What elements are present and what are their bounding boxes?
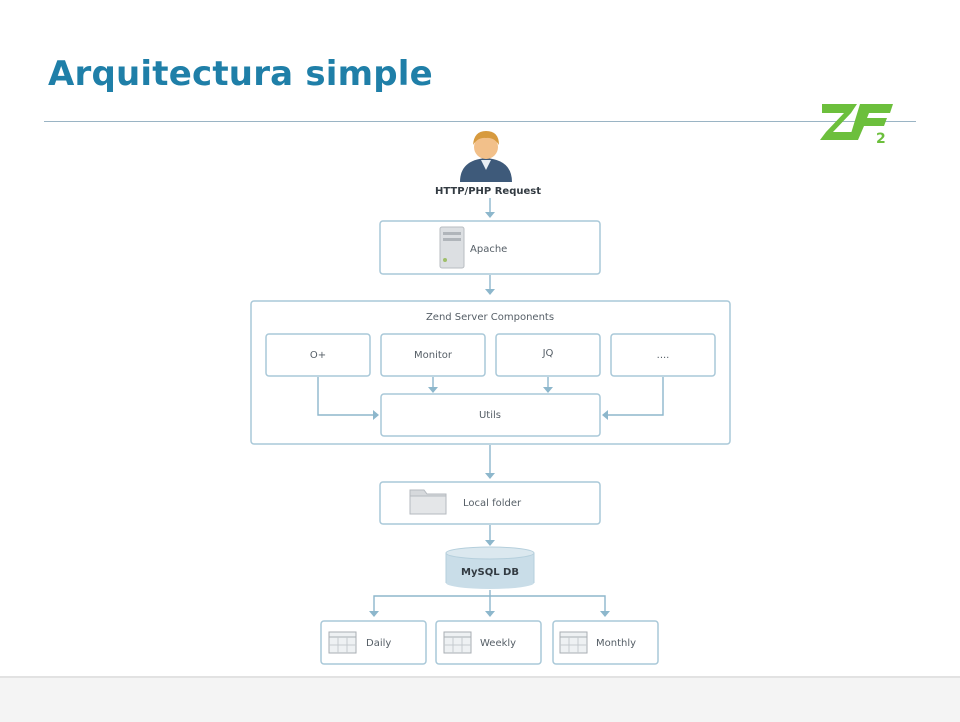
- request-label: HTTP/PHP Request: [435, 186, 541, 197]
- component-box-jq: [495, 333, 601, 377]
- table-icon: [559, 631, 588, 654]
- report-monthly: Monthly: [552, 620, 659, 665]
- footer-band: [0, 676, 960, 722]
- report-label-monthly: Monthly: [596, 638, 636, 649]
- component-box-oplus: [265, 333, 371, 377]
- apache-label: Apache: [470, 244, 507, 255]
- user-icon: [460, 131, 512, 182]
- zf2-logo: 2: [820, 104, 893, 147]
- group-label: Zend Server Components: [426, 312, 554, 323]
- server-icon: [439, 226, 465, 269]
- report-label-daily: Daily: [366, 638, 391, 649]
- slide-title: Arquitectura simple: [48, 54, 433, 94]
- report-weekly: Weekly: [435, 620, 542, 665]
- table-icon: [328, 631, 357, 654]
- report-daily: Daily: [320, 620, 427, 665]
- folder-label: Local folder: [463, 498, 522, 509]
- component-label-oplus: O+: [310, 350, 326, 361]
- component-box-more: [610, 333, 716, 377]
- mysql-db-cylinder: [445, 546, 535, 589]
- component-label-jq: JQ: [542, 348, 554, 359]
- apache-box: [379, 220, 601, 275]
- component-label-monitor: Monitor: [414, 350, 453, 361]
- db-label: MySQL DB: [461, 567, 519, 578]
- zend-server-group: [250, 300, 731, 445]
- utils-label: Utils: [479, 410, 501, 421]
- folder-icon: [409, 489, 447, 515]
- report-label-weekly: Weekly: [480, 638, 516, 649]
- title-divider: [44, 121, 916, 122]
- component-label-more: ....: [657, 350, 670, 361]
- component-box-monitor: [380, 333, 486, 377]
- table-icon: [443, 631, 472, 654]
- logo-version: 2: [876, 131, 886, 147]
- utils-box: [380, 393, 601, 437]
